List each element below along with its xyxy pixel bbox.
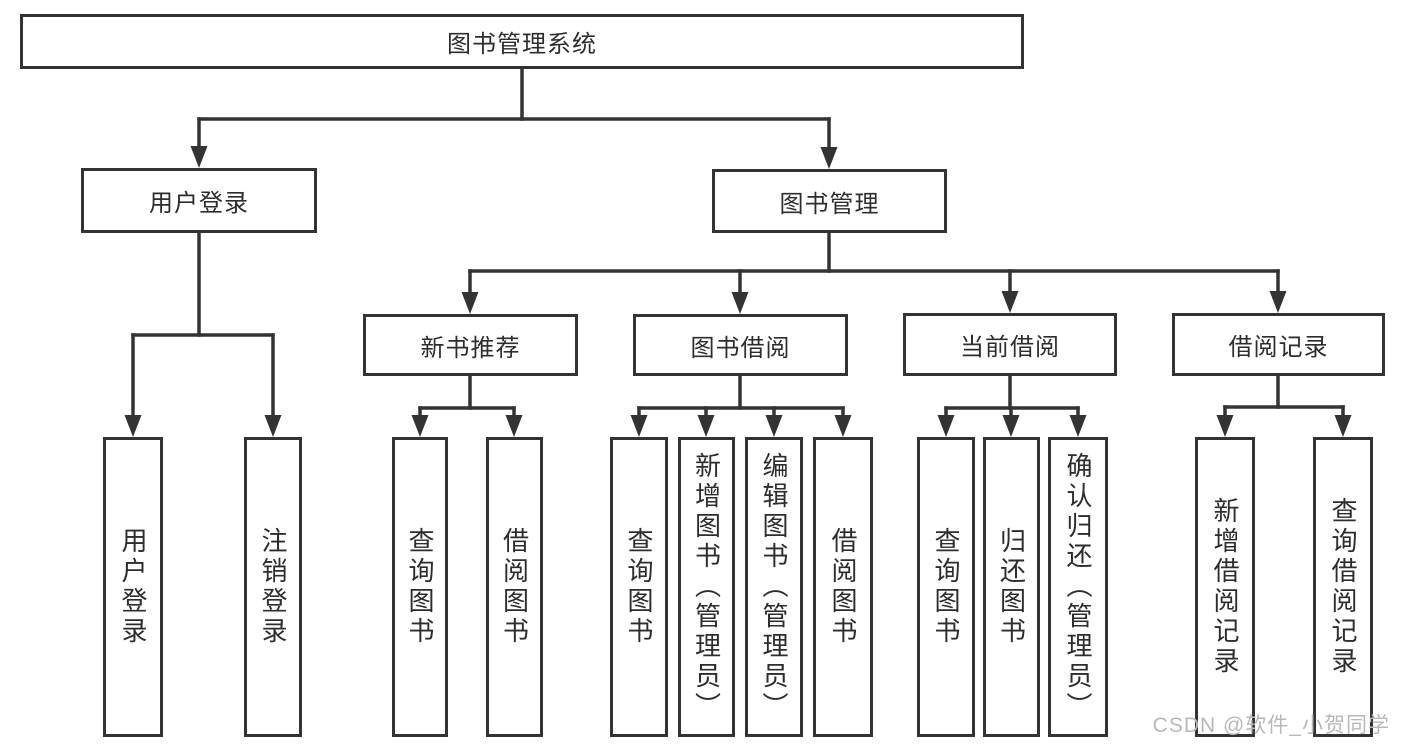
arrowhead-icon xyxy=(505,415,523,437)
arrowhead-icon xyxy=(937,415,955,437)
arrowhead-icon xyxy=(1269,291,1287,313)
leaf-cb-confirm-return-admin: 确认归还（管理员） xyxy=(1048,437,1108,737)
node-user-login: 用户登录 xyxy=(81,168,317,233)
arrowhead-icon xyxy=(820,147,838,169)
arrowhead-icon xyxy=(411,415,429,437)
node-new-book-recommend: 新书推荐 xyxy=(363,314,578,376)
arrowhead-icon xyxy=(630,415,648,437)
arrowhead-icon xyxy=(731,292,749,314)
arrowhead-icon xyxy=(765,415,783,437)
arrowhead-icon xyxy=(1334,415,1352,437)
leaf-cb-query-books: 查询图书 xyxy=(917,437,975,737)
leaf-br-query-record: 查询借阅记录 xyxy=(1313,437,1373,737)
arrowhead-icon xyxy=(834,415,852,437)
node-current-borrowing: 当前借阅 xyxy=(903,313,1117,376)
arrowhead-icon xyxy=(1001,291,1019,313)
node-library-system: 图书管理系统 xyxy=(20,14,1024,69)
arrowhead-icon xyxy=(264,415,282,437)
leaf-bb-query-books: 查询图书 xyxy=(610,437,668,737)
leaf-bb-edit-books-admin: 编辑图书（管理员） xyxy=(745,437,803,737)
leaf-logout: 注销登录 xyxy=(244,437,302,737)
arrowhead-icon xyxy=(1216,415,1234,437)
leaf-cb-return-books: 归还图书 xyxy=(983,437,1040,737)
csdn-watermark: CSDN @软件_小贺同学 xyxy=(1152,714,1390,737)
arrowhead-icon xyxy=(1002,415,1020,437)
arrowhead-icon xyxy=(461,292,479,314)
leaf-br-add-record: 新增借阅记录 xyxy=(1195,437,1255,737)
leaf-nbr-borrow-books: 借阅图书 xyxy=(486,437,543,737)
arrowhead-icon xyxy=(190,146,208,168)
leaf-nbr-query-books: 查询图书 xyxy=(392,437,448,737)
node-book-management: 图书管理 xyxy=(712,169,947,233)
arrowhead-icon xyxy=(124,415,142,437)
leaf-bb-borrow-books: 借阅图书 xyxy=(813,437,873,737)
node-borrowing-records: 借阅记录 xyxy=(1172,313,1385,376)
arrowhead-icon xyxy=(1069,415,1087,437)
arrowhead-icon xyxy=(697,415,715,437)
leaf-user-login: 用户登录 xyxy=(103,437,163,737)
node-book-borrowing: 图书借阅 xyxy=(633,314,848,376)
leaf-bb-add-books-admin: 新增图书（管理员） xyxy=(678,437,735,737)
